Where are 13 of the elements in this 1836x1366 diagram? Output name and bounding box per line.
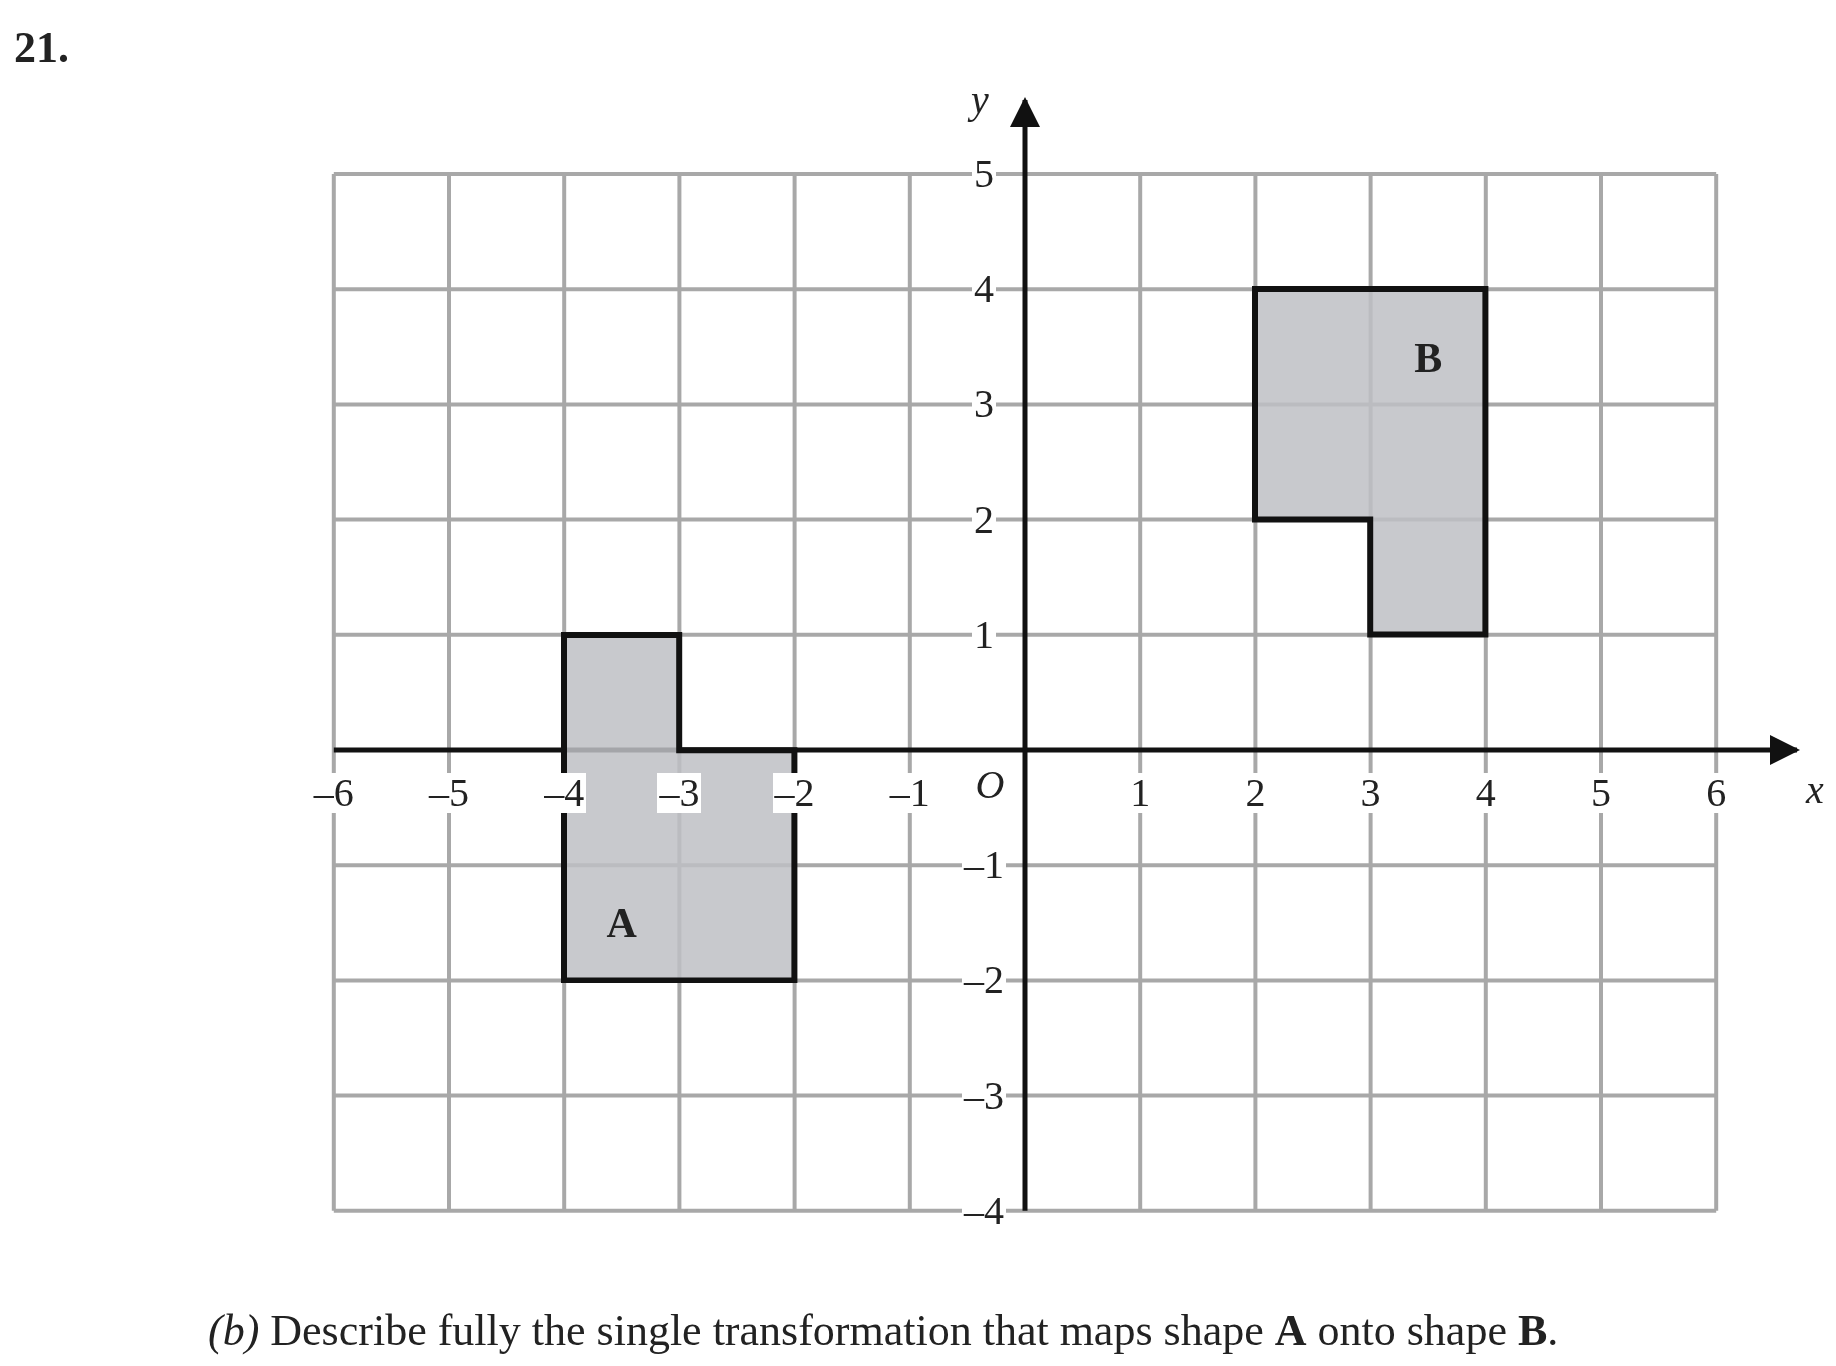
shape-label: B [1414, 334, 1443, 383]
tick-label: 4 [1473, 773, 1498, 813]
shaded-shape [1252, 286, 1489, 638]
tick-label: –3 [657, 773, 702, 813]
axis-label: x [1804, 770, 1825, 810]
question-number: 21. [14, 22, 69, 73]
axis-label: y [969, 80, 991, 120]
axis-label: O [974, 765, 1006, 805]
tick-label: –6 [311, 773, 356, 813]
tick-label: –4 [542, 773, 587, 813]
shape-label: A [606, 898, 637, 947]
question-text: (b) Describe fully the single transformation that maps shape A onto shape B. [208, 1305, 1559, 1356]
tick-label: –5 [427, 773, 471, 813]
